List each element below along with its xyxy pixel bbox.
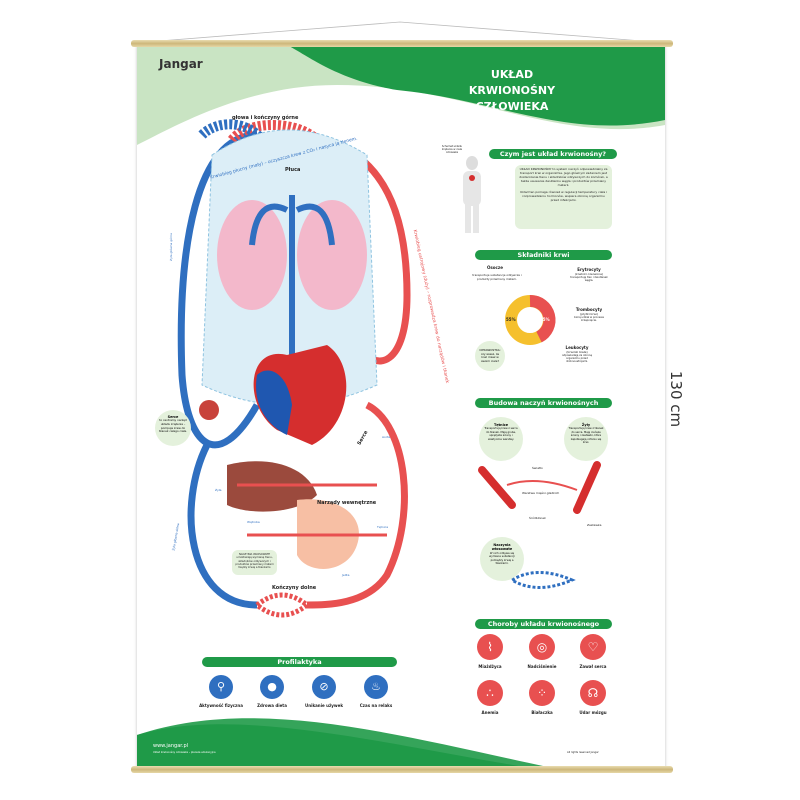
ery-sub: (krwinki czerwone) xyxy=(574,272,604,276)
what-is-text-1: UKŁAD KRWIONOŚNY to system naczyń odpowi… xyxy=(519,167,608,187)
label-intestine: Jelita xyxy=(342,573,350,577)
disease-label: Zawał serca xyxy=(579,664,607,669)
what-is-text-2: Układ ten pomaga również w regulacji tem… xyxy=(520,190,607,203)
figure-note: Schemat układu krążenia w ciele człowiek… xyxy=(441,145,463,154)
bath-icon: ♨ xyxy=(364,675,388,699)
title-line-2: CZŁOWIEKA xyxy=(475,100,549,113)
prevention-label: Czas na relaks xyxy=(359,703,393,708)
prevention-label: Aktywność fizyczna xyxy=(199,703,243,708)
label-endothelium: Śródbłonek xyxy=(529,516,546,520)
blood-cells-icon: ∴ xyxy=(477,680,503,706)
thrombocytes: Trombocyty(płytki krwi)biorą udział w pr… xyxy=(569,307,609,322)
disease-label: Nadciśnienie xyxy=(527,664,557,669)
prevention-label: Unikanie używek xyxy=(304,703,343,708)
logo: Jangar xyxy=(159,57,203,71)
section-diseases: Choroby układu krwionośnego xyxy=(475,619,612,629)
label-organs: Narządy wewnętrzne xyxy=(317,500,377,506)
section-blood: Składniki krwi xyxy=(475,250,612,260)
erythrocytes: Erytrocyty(krwinki czerwone)transportują… xyxy=(569,267,609,282)
leu-title: Leukocyty xyxy=(565,345,589,350)
plasma-percent: 55% xyxy=(506,317,516,322)
brain-icon: ☊ xyxy=(580,680,606,706)
footer-small: Układ krwionośny człowieka – plansza edu… xyxy=(153,751,216,754)
label-artery: Tętnica xyxy=(377,525,389,529)
label-lungs: Płuca xyxy=(285,167,301,173)
cells-slice xyxy=(529,295,556,343)
heart-info-title: Serce xyxy=(167,415,179,419)
arteries-text: Transportują krew z serca do tkanek. Maj… xyxy=(484,427,518,441)
label-muscle: Warstwa mięśni gładkich xyxy=(522,491,560,495)
veins-text: Transportują krew z tkanek do serca. Maj… xyxy=(568,427,604,444)
cap-title: Naczynia włosowate xyxy=(491,543,513,552)
section-vessels: Budowa naczyń krwionośnych xyxy=(475,398,612,408)
label-aorta: Aorta xyxy=(382,435,391,439)
label-valve: Zastawka xyxy=(587,523,602,527)
top-rod xyxy=(131,40,673,47)
disease-label: Udar mózgu xyxy=(579,710,607,715)
capillary-note: NACZYNIA WŁOSOWATE umożliwiają wymianę t… xyxy=(232,550,277,575)
poster: Jangar UKŁAD KRWIONOŚNY CZŁOWIEKA głowa … xyxy=(137,45,665,769)
copyright: All rights reserved Jangar xyxy=(567,751,599,754)
footer-url[interactable]: www.jangar.pl xyxy=(153,743,189,749)
label-vein: Żyła xyxy=(215,488,222,492)
label-liver: Wątroba xyxy=(247,520,260,524)
ery-text: transportują tlen i dwutlenek węgla. xyxy=(570,276,608,282)
bike-icon: ⚲ xyxy=(209,675,233,699)
label-top: głowa i kończyny górne xyxy=(232,115,299,121)
disease-label: Anemia xyxy=(481,710,499,715)
thr-text: biorą udział w procesie krzepnięcia. xyxy=(574,316,604,322)
label-lumen: Światło xyxy=(532,466,543,470)
thr-sub: (płytki krwi) xyxy=(580,312,598,316)
what-is-text: UKŁAD KRWIONOŚNY to system naczyń odpowi… xyxy=(515,165,612,229)
arteries-title: Tętnice xyxy=(493,423,509,427)
section-what-is: Czym jest układ krwionośny? xyxy=(489,149,617,159)
poster-background xyxy=(137,45,665,769)
section-prevention: Profilaktyka xyxy=(202,657,397,667)
label-legs: Kończyny dolne xyxy=(272,585,317,591)
heart-attack-icon: ♡ xyxy=(580,634,606,660)
prevention-label: Zdrowa dieta xyxy=(257,703,287,708)
leu-text: odpowiadają za obronę organizmu przed dr… xyxy=(561,354,593,363)
heart-info-text: to centralny narząd układu krążenia – po… xyxy=(159,418,187,434)
cap-text: W nich odbywa się wymiana substancji pom… xyxy=(489,551,515,565)
leukocytes: Leukocyty(krwinki białe)odpowiadają za o… xyxy=(555,345,599,363)
leukemia-icon: ⁘ xyxy=(529,680,555,706)
veins-title: Żyły xyxy=(581,423,591,427)
disease-label: Miażdżyca xyxy=(478,664,502,669)
ery-title: Erytrocyty xyxy=(577,267,601,272)
plasma-title: Osocze xyxy=(487,265,503,270)
pressure-icon: ◎ xyxy=(529,634,555,660)
cells-percent: 45% xyxy=(540,317,550,322)
disease-label: Białaczka xyxy=(531,710,553,715)
bottom-rod xyxy=(131,766,673,773)
leu-sub: (krwinki białe) xyxy=(566,350,588,354)
no-alcohol-icon: ⊘ xyxy=(312,675,336,699)
apple-icon: ● xyxy=(260,675,284,699)
blood-fact: CIEKAWOSTKA: czy wiesz, ile krwi masz w … xyxy=(475,341,505,371)
plasma-text: transportuje substancje odżywcze i produ… xyxy=(472,273,522,281)
title-line-1: UKŁAD KRWIONOŚNY xyxy=(468,68,556,97)
label-vena-top: Żyła główna górna xyxy=(168,233,173,261)
dimension-label: 130 cm xyxy=(667,370,686,428)
poster-title: UKŁAD KRWIONOŚNY CZŁOWIEKA xyxy=(447,67,577,115)
thr-title: Trombocyty xyxy=(575,307,603,312)
artery-icon: ⌇ xyxy=(477,634,503,660)
